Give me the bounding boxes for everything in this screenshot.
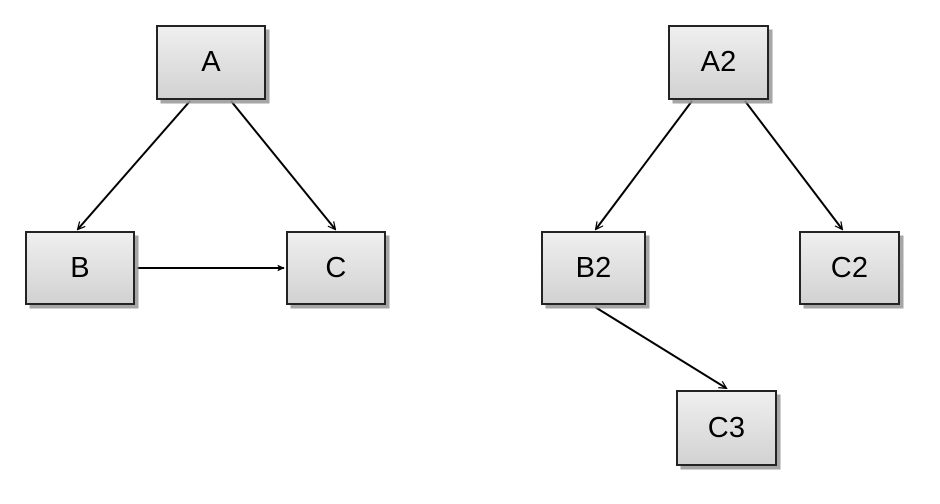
node-a[interactable]: A [156,25,266,100]
node-b2[interactable]: B2 [541,231,646,305]
edge-a-to-c[interactable] [230,100,335,229]
edge-a2-to-c2[interactable] [744,100,842,229]
node-label-b: B [70,251,90,284]
edge-a2-to-b2[interactable] [596,100,693,229]
node-label-c: C [325,251,347,284]
node-a2[interactable]: A2 [668,25,769,100]
node-c2[interactable]: C2 [799,231,900,305]
edges-group [78,100,842,388]
node-label-c2: C2 [830,251,869,284]
node-b[interactable]: B [25,231,135,305]
node-label-a2: A2 [700,46,737,78]
node-label-c3: C3 [707,411,746,444]
node-label-b2: B2 [575,251,612,284]
edge-b2-to-c3[interactable] [594,306,726,388]
node-c[interactable]: C [286,231,386,305]
edge-a-to-b[interactable] [78,100,191,229]
node-label-a: A [201,46,221,78]
node-c3[interactable]: C3 [676,390,777,466]
